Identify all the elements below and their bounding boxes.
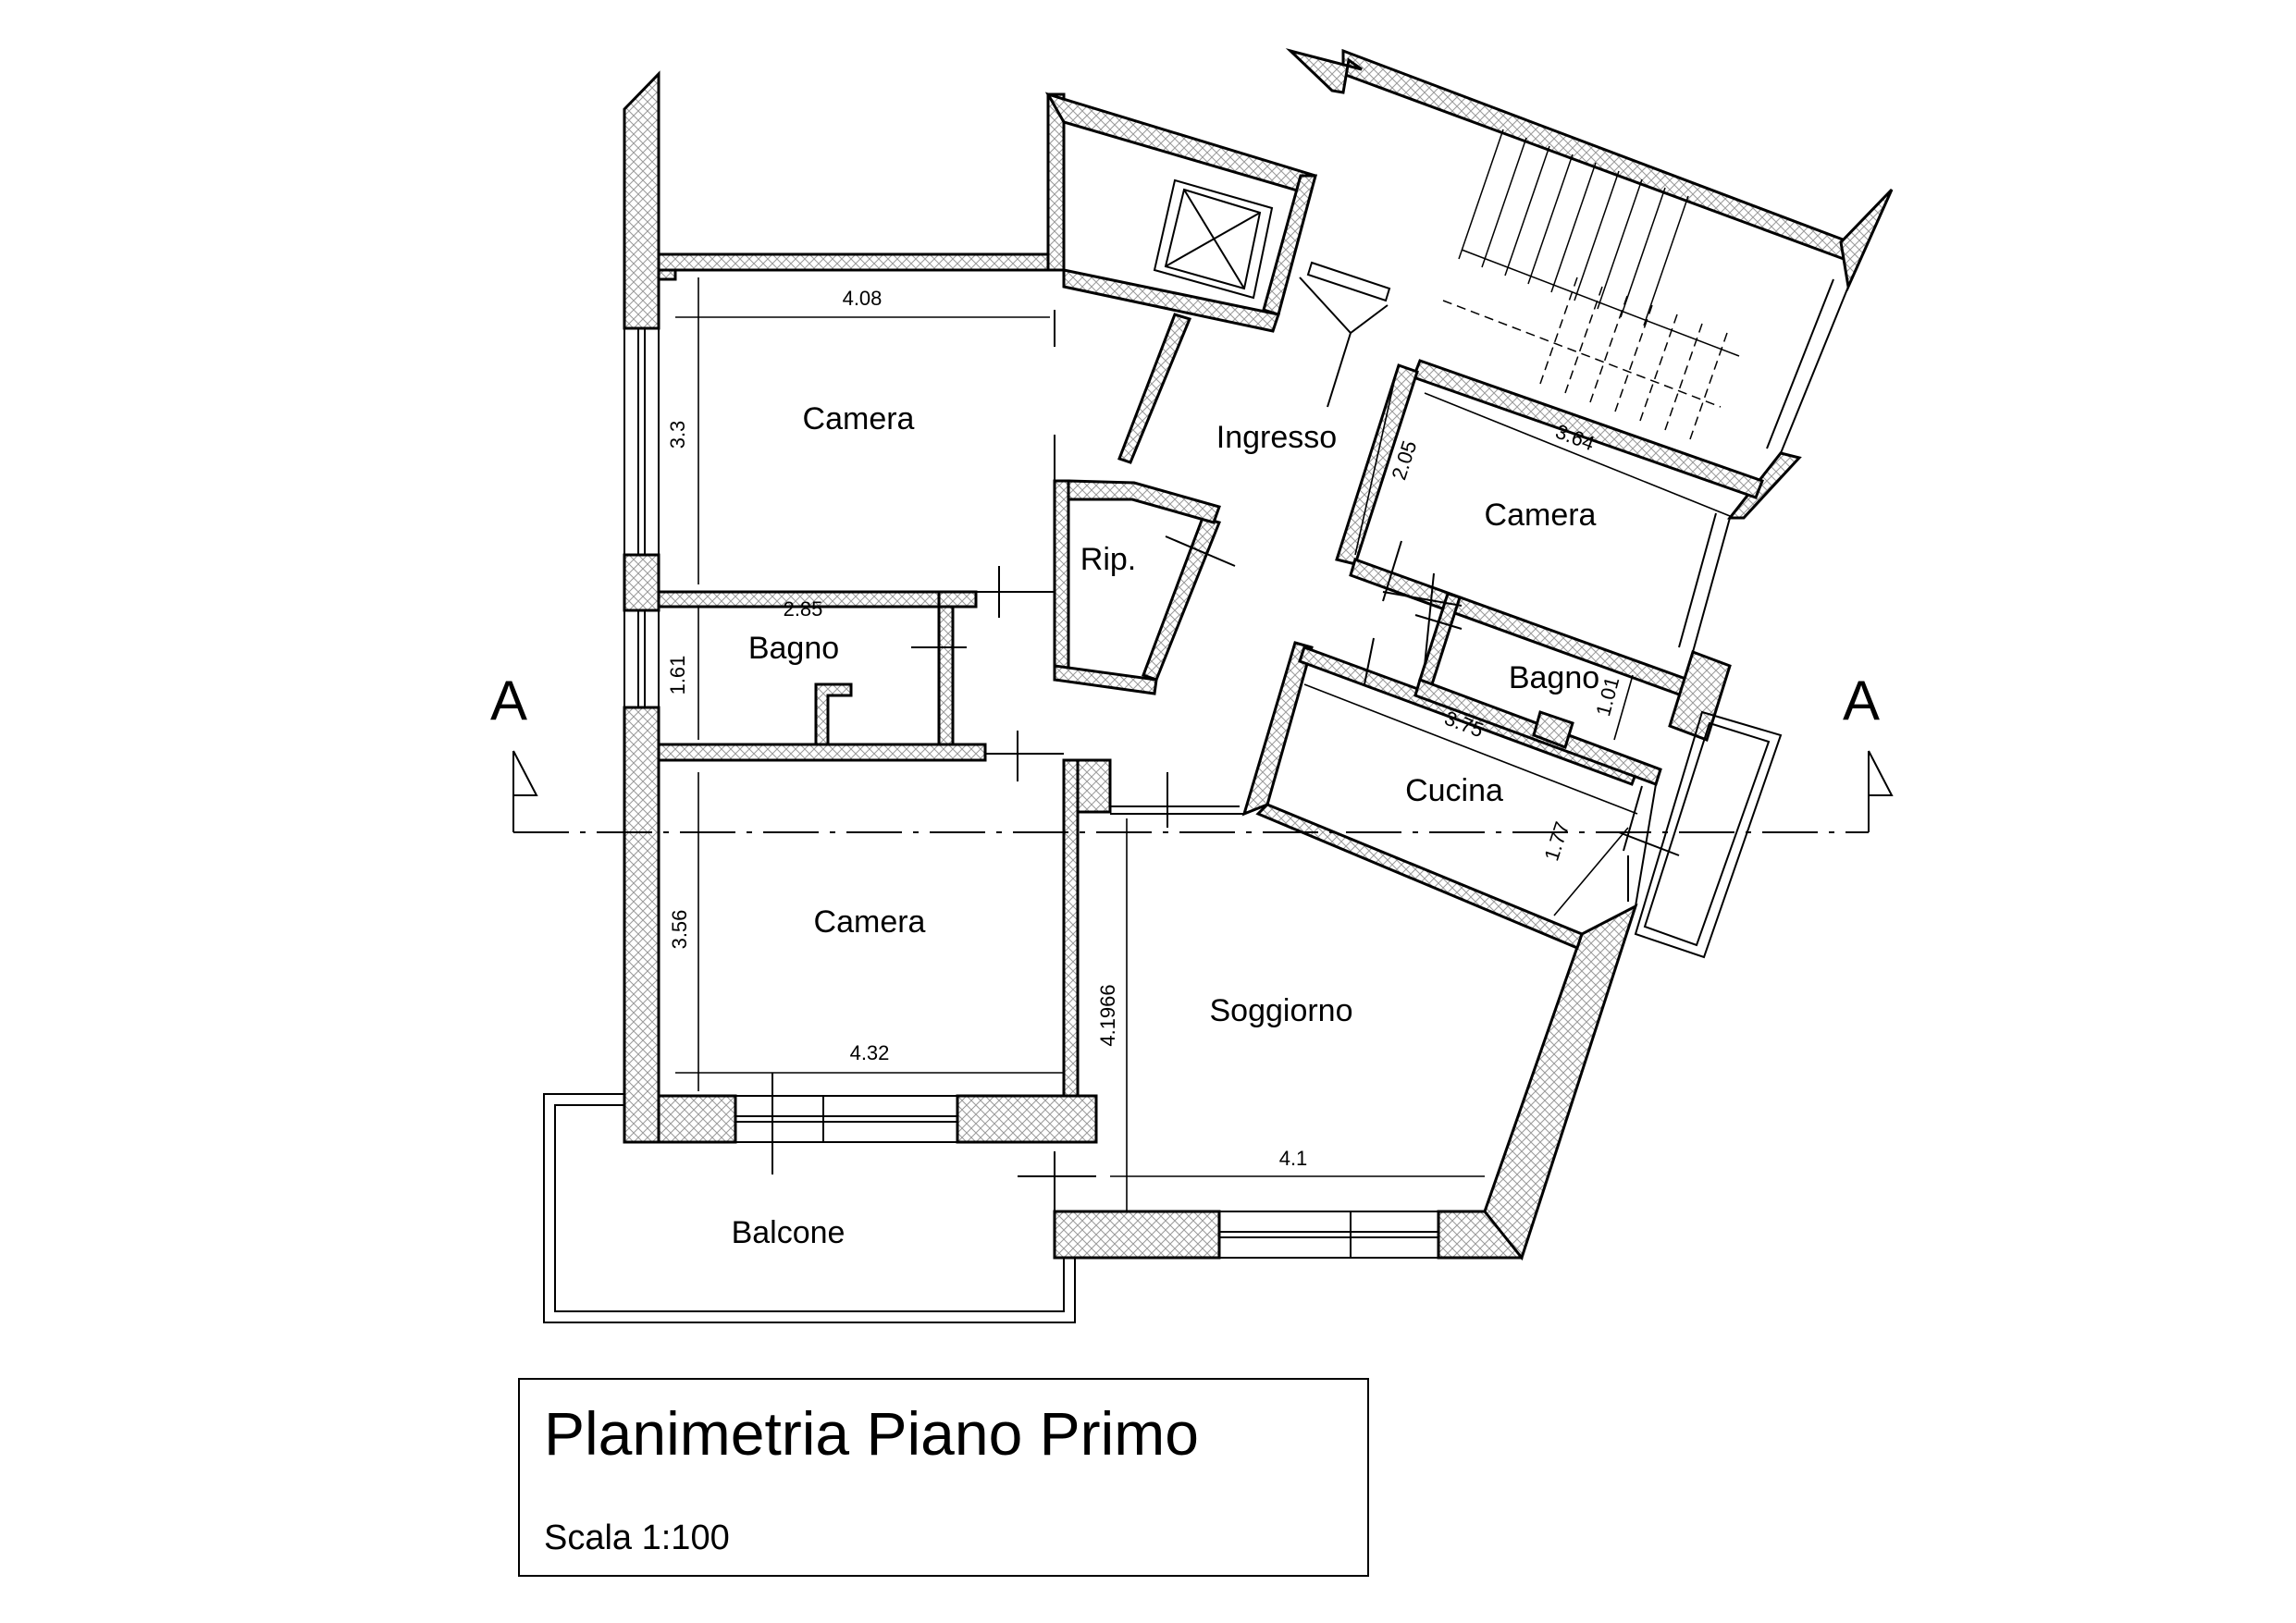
section-mark-right: A [1843, 670, 1880, 732]
dimension-labels: 4.08 3.3 2.85 1.61 3.64 2.05 1.01 3.75 1… [666, 287, 1623, 1170]
drawing-title: Planimetria Piano Primo [544, 1399, 1199, 1468]
stair-tread [1664, 323, 1703, 431]
wall-soggiorno-south-w [1053, 1210, 1221, 1260]
stair-tread [1539, 277, 1578, 385]
stair-tread [1597, 178, 1643, 310]
stair-tread [1689, 332, 1728, 440]
windows [623, 278, 1849, 1259]
section-line [512, 750, 1894, 833]
lift-shaft [1153, 178, 1274, 300]
dim-soggiorno-width: 4.1 [1279, 1147, 1308, 1170]
wall-camera-sw-south-r [956, 1094, 1098, 1144]
dim-cucina-depth: 1.77 [1539, 818, 1574, 863]
dimension-lines [675, 277, 1735, 1211]
stair-tread [1550, 162, 1597, 293]
title-block: Planimetria Piano Primo Scala 1:100 [518, 1378, 1369, 1577]
stair-tread [1639, 314, 1678, 422]
wall-bagno-e-notch [1532, 710, 1574, 749]
window-west-upper [623, 327, 660, 556]
wall-shaft-north [1044, 92, 1317, 196]
dim-bagno-w-width: 2.85 [784, 597, 823, 621]
dim-camera-nw-depth: 3.3 [666, 421, 689, 449]
stair-tread [1527, 154, 1574, 285]
door-marks [772, 310, 1680, 1211]
room-label-ripostiglio: Rip. [1080, 542, 1136, 577]
wall-ingresso-west [1117, 313, 1192, 464]
room-label-camera-sw: Camera [814, 904, 926, 940]
wall-shaft-east [1262, 174, 1317, 316]
wall-bagno-w-fixture [814, 682, 853, 746]
stair-tread [1620, 187, 1666, 318]
room-label-cucina: Cucina [1405, 773, 1503, 808]
wall-corridor-north [1062, 268, 1280, 333]
stair-tread [1504, 145, 1550, 277]
stair-tread [1442, 300, 1722, 408]
stair-tread [1481, 137, 1527, 268]
stair-tread [1614, 304, 1653, 412]
wall-camera-sw-corner [1076, 758, 1112, 814]
window-west-lower [623, 609, 660, 708]
wall-door-post [937, 590, 978, 609]
dim-bagno-w-depth: 1.61 [666, 656, 689, 695]
walls [623, 48, 1894, 1261]
wall-north-camera-inner [657, 268, 677, 281]
wall-rip-south [1053, 664, 1158, 695]
wall-bagno-w-east [937, 590, 955, 756]
room-label-bagno-e: Bagno [1509, 660, 1599, 695]
wall-camera-sw-east [1062, 758, 1080, 1098]
wall-rip-west [1053, 479, 1070, 682]
stair-tread [1564, 286, 1603, 394]
wall-camera-sw-south [657, 1094, 737, 1144]
wall-east-pier [1668, 650, 1732, 742]
drawing-scale: Scala 1:100 [544, 1518, 730, 1557]
wall-cucina-south [1255, 803, 1584, 951]
balcone-east [1634, 710, 1783, 959]
dim-camera-nw-width: 4.08 [843, 287, 883, 310]
dim-soggiorno-depth: 4.1966 [1096, 984, 1119, 1046]
room-labels: Camera Ingresso Camera Rip. Bagno Bagno … [732, 401, 1600, 1250]
wall-rip-north [1067, 479, 1221, 524]
room-label-soggiorno: Soggiorno [1209, 993, 1352, 1028]
wall-ne-east [1726, 451, 1802, 520]
section-mark-left: A [490, 670, 527, 732]
stair-tread [1643, 195, 1689, 326]
stair-tread [1589, 295, 1628, 403]
room-label-ingresso: Ingresso [1216, 420, 1337, 455]
staircase [1442, 129, 1740, 440]
wall-ne-east-top [1839, 188, 1894, 292]
room-label-balcone: Balcone [732, 1215, 846, 1250]
stair-tread [1458, 129, 1504, 260]
wall-west-upper [623, 70, 660, 330]
wall-ne-north [1341, 48, 1852, 261]
balcone-railing [543, 1093, 1076, 1323]
wall-cucina-west [1241, 641, 1314, 817]
window-ne [1780, 286, 1849, 454]
entrance-door [1299, 261, 1391, 408]
room-label-camera-ne: Camera [1485, 498, 1597, 533]
balconies [543, 710, 1783, 1323]
wall-north-camera [657, 252, 1056, 272]
wall-west-lower [623, 706, 660, 1144]
wall-ne-tip [1285, 48, 1363, 94]
stair-tread [1574, 170, 1620, 301]
wall-bagno-w-south [657, 743, 987, 762]
window-soggiorno [1218, 1211, 1439, 1259]
window-camera-sw [734, 1095, 958, 1143]
room-label-bagno-w: Bagno [748, 631, 839, 666]
dim-camera-sw-width: 4.32 [850, 1041, 890, 1064]
wall-soggiorno-east [1483, 903, 1638, 1261]
stair-tread [1461, 249, 1740, 357]
dim-camera-sw-depth: 3.56 [668, 910, 691, 950]
room-label-camera-nw: Camera [803, 401, 915, 436]
wall-west-mid [623, 553, 660, 612]
